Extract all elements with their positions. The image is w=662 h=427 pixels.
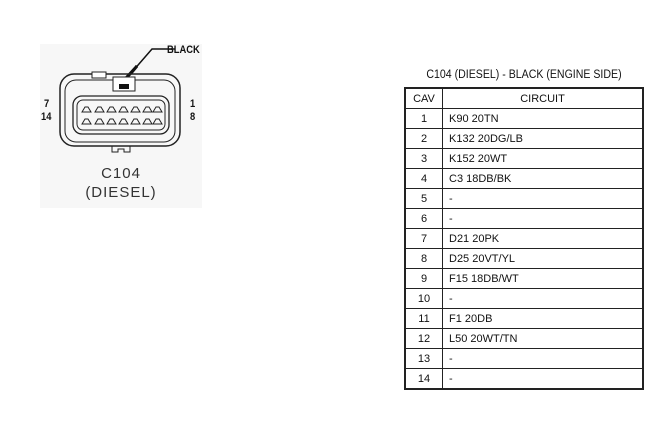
connector-diagram: BLACK 7 14 1 8 C104 (DIESEL) [40, 44, 202, 208]
connector-name: C104 [101, 165, 141, 182]
pin-label-8: 8 [190, 111, 196, 123]
circuit-cell: K90 20TN [442, 108, 644, 129]
table-title: C104 (DIESEL) - BLACK (ENGINE SIDE) [426, 69, 622, 81]
cav-cell: 13 [404, 348, 443, 369]
cav-cell: 12 [404, 328, 443, 349]
connector-drawing [59, 48, 181, 153]
circuit-cell: - [442, 368, 644, 390]
header-cav: CAV [404, 87, 443, 109]
cav-cell: 1 [404, 108, 443, 129]
cav-cell: 6 [404, 208, 443, 229]
cav-cell: 11 [404, 308, 443, 329]
pin-label-14: 14 [41, 111, 52, 123]
pin-label-1: 1 [190, 98, 196, 110]
circuit-cell: L50 20WT/TN [442, 328, 644, 349]
cav-cell: 5 [404, 188, 443, 209]
table-row: 5- [404, 188, 644, 209]
cav-cell: 3 [404, 148, 443, 169]
table-row: 6- [404, 208, 644, 229]
circuit-cell: K132 20DG/LB [442, 128, 644, 149]
circuit-cell: - [442, 188, 644, 209]
circuit-cell: - [442, 288, 644, 309]
cav-cell: 2 [404, 128, 443, 149]
header-circuit: CIRCUIT [442, 87, 644, 109]
cav-cell: 7 [404, 228, 443, 249]
circuit-cell: C3 18DB/BK [442, 168, 644, 189]
cav-cell: 8 [404, 248, 443, 269]
circuit-cell: F1 20DB [442, 308, 644, 329]
circuit-cell: F15 18DB/WT [442, 268, 644, 289]
circuit-cell: K152 20WT [442, 148, 644, 169]
connector-variant: (DIESEL) [85, 184, 157, 201]
cav-cell: 14 [404, 368, 443, 390]
table-row: 14- [404, 368, 644, 390]
table-row: 10- [404, 288, 644, 309]
table-row: 13- [404, 348, 644, 369]
circuit-cell: D21 20PK [442, 228, 644, 249]
table-header-row: CAV CIRCUIT [404, 87, 644, 109]
cav-cell: 4 [404, 168, 443, 189]
color-label: BLACK [167, 44, 200, 56]
circuit-cell: - [442, 348, 644, 369]
circuit-cell: - [442, 208, 644, 229]
cav-cell: 9 [404, 268, 443, 289]
cav-cell: 10 [404, 288, 443, 309]
pin-label-7: 7 [44, 98, 50, 110]
circuit-cell: D25 20VT/YL [442, 248, 644, 269]
